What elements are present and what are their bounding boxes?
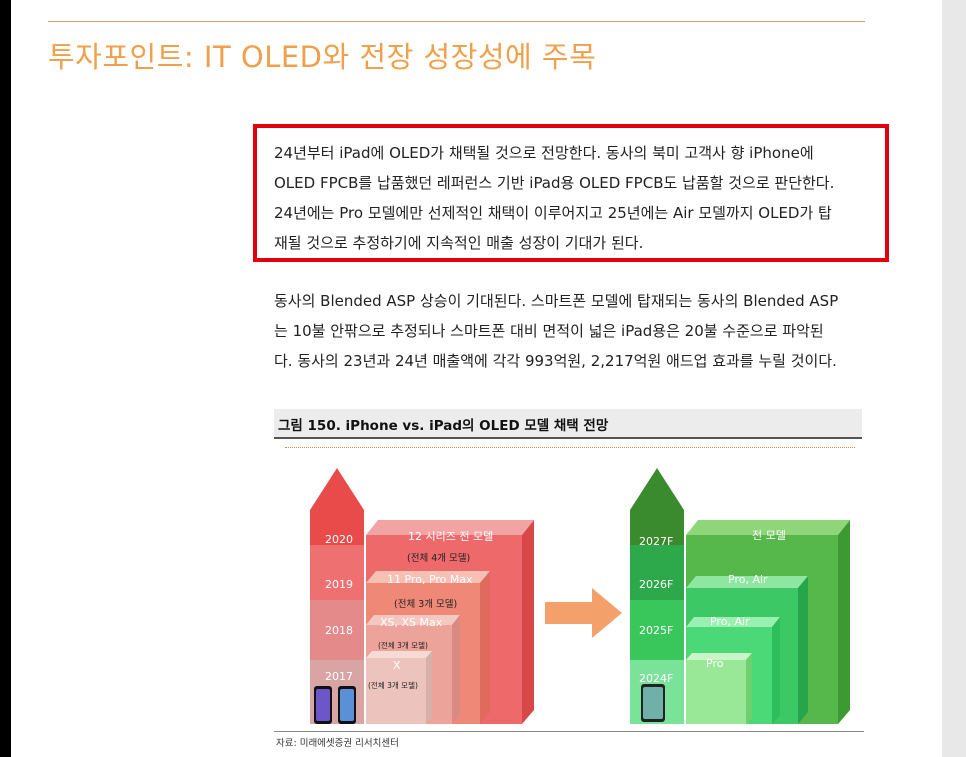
- section-title: 투자포인트: IT OLED와 전장 성장성에 주목: [48, 40, 597, 74]
- right-year-2025f: 2025F: [639, 624, 674, 637]
- right-block-2026-side: [798, 576, 808, 724]
- count-label-12-series: (전체 4개 모델): [407, 553, 471, 564]
- left-arrow-segment-2018: [310, 600, 364, 660]
- highlight-line-4: 재될 것으로 추정하기에 지속적인 매출 성장이 기대가 된다.: [274, 234, 644, 252]
- right-year-2026f: 2026F: [639, 578, 674, 591]
- left-block-12-side: [522, 520, 534, 724]
- right-year-2024f: 2024F: [639, 672, 674, 685]
- left-block-11-top: [366, 571, 490, 583]
- left-block-xs-top: [366, 615, 460, 625]
- right-block-2024-top: [686, 653, 752, 660]
- paragraph-line-1: 동사의 Blended ASP 상승이 기대된다. 스마트폰 모델에 탑재되는 …: [274, 292, 839, 310]
- title-rule: [48, 21, 865, 22]
- ipad-screen: [643, 687, 663, 719]
- right-block-2025-side: [772, 617, 780, 724]
- model-label-11-pro: 11 Pro, Pro Max: [387, 573, 473, 586]
- right-model-2026: Pro, Air: [728, 573, 768, 586]
- scrollbar[interactable]: [942, 0, 966, 757]
- count-label-xs: (전체 3개 모델): [378, 641, 428, 650]
- highlight-line-2: OLED FPCB를 납품했던 레퍼런스 기반 iPad용 OLED FPCB도…: [274, 174, 835, 192]
- right-block-2026-top: [686, 576, 808, 588]
- right-arrow-segment-2025: [630, 600, 684, 660]
- count-label-11-pro: (전체 3개 모델): [394, 599, 458, 610]
- left-arrow-segment-2019: [310, 545, 364, 600]
- figure-header: 그림 150. iPhone vs. iPad의 OLED 모델 채택 전망: [274, 409, 862, 439]
- model-label-12-series: 12 시리즈 전 모델: [408, 530, 494, 543]
- right-block-2025-top: [686, 617, 780, 627]
- left-block-12-top: [366, 520, 534, 535]
- highlight-line-3: 24년에는 Pro 모델에만 선제적인 채택이 이루어지고 25년에는 Air …: [274, 204, 832, 222]
- right-model-2025: Pro, Air: [710, 615, 750, 628]
- left-block-x-top: [366, 651, 432, 658]
- oled-adoption-diagram: [310, 468, 850, 724]
- left-year-2019: 2019: [325, 578, 353, 591]
- left-block-x-side: [426, 651, 432, 724]
- figure-source: 자료: 미래에셋증권 리서치센터: [276, 738, 399, 749]
- highlight-box: [253, 124, 889, 262]
- paragraph-line-2: 는 10불 안팎으로 추정되나 스마트폰 대비 면적이 넓은 iPad용은 20…: [274, 322, 824, 340]
- left-block-11-side: [480, 571, 490, 724]
- right-block-2024-side: [746, 653, 752, 724]
- left-year-2018: 2018: [325, 624, 353, 637]
- right-model-2024: Pro: [706, 657, 724, 670]
- left-year-2020: 2020: [325, 533, 353, 546]
- model-label-x: X: [393, 659, 401, 672]
- paragraph-line-3: 다. 동사의 23년과 24년 매출액에 각각 993억원, 2,217억원 애…: [274, 352, 837, 370]
- right-arrow-segment-2026: [630, 545, 684, 600]
- left-block-x-front: [366, 658, 426, 724]
- left-block-xs-side: [452, 615, 460, 724]
- left-year-2017: 2017: [325, 670, 353, 683]
- right-block-all-top: [686, 520, 850, 535]
- right-model-all: 전 모델: [752, 529, 786, 542]
- iphone-screen-1: [316, 689, 330, 721]
- right-year-2027f: 2027F: [639, 535, 674, 548]
- highlight-line-1: 24년부터 iPad에 OLED가 채택될 것으로 전망한다. 동사의 북미 고…: [274, 144, 814, 162]
- figure-divider: [285, 447, 855, 448]
- right-block-2024-front: [686, 660, 746, 724]
- source-divider: [274, 731, 864, 732]
- right-block-all-side: [838, 520, 850, 724]
- figure-title: 그림 150. iPhone vs. iPad의 OLED 모델 채택 전망: [278, 418, 609, 434]
- count-label-x: (전체 3개 모델): [368, 681, 418, 690]
- model-label-xs: XS, XS Max: [380, 616, 443, 629]
- iphone-screen-2: [340, 689, 354, 721]
- transition-arrow: [545, 588, 622, 638]
